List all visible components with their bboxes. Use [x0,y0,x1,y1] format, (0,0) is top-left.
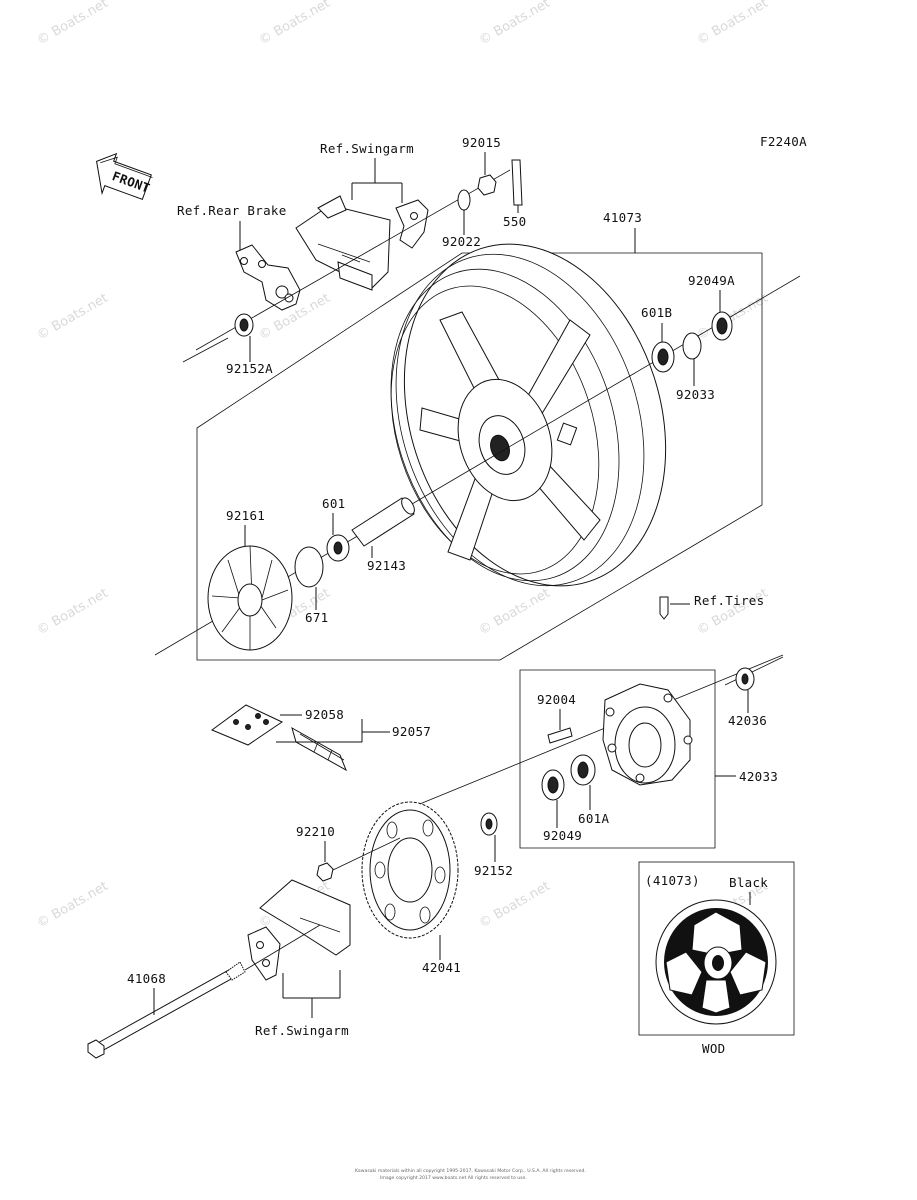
svg-text:© Boats.net: © Boats.net [477,586,553,639]
nut-92210 [316,862,334,882]
nut-92015 [477,174,497,196]
chain-92057 [291,726,347,772]
svg-text:© Boats.net: © Boats.net [35,291,111,344]
svg-text:© Boats.net: © Boats.net [477,879,553,932]
label-92152A: 92152A [226,361,273,376]
swingarm-adjuster-top [295,195,391,291]
label-92033: 92033 [676,387,715,402]
label-92210: 92210 [296,824,335,839]
sprocket-hub-outline [519,669,716,849]
label-41073: 41073 [603,210,642,225]
label-92058: 92058 [305,707,344,722]
stud-92004 [547,727,573,744]
ref-swingarm-top: Ref.Swingarm [320,141,414,156]
ref-swingarm-bottom: Ref.Swingarm [255,1023,349,1038]
ref-tires: Ref.Tires [694,593,764,608]
svg-text:© Boats.net: © Boats.net [477,0,553,48]
footer-image-credit: Image copyright 2017 www.boats.net All r… [380,1175,527,1181]
svg-text:© Boats.net: © Boats.net [695,0,771,48]
label-671: 671 [305,610,328,625]
label-92049A: 92049A [688,273,735,288]
o-ring-671 [294,546,324,588]
label-601B: 601B [641,305,672,320]
chain-joint-92058 [210,704,284,746]
svg-text:© Boats.net: © Boats.net [257,0,333,48]
black-wheel-thumbnail [655,899,777,1025]
footer-copyright: Kawasaki materials within all copyright … [355,1168,586,1174]
label-41068: 41068 [127,971,166,986]
collar-92143 [351,497,415,547]
label-42036: 42036 [728,713,767,728]
label-92143: 92143 [367,558,406,573]
label-92049: 92049 [543,828,582,843]
hub-damper-92161 [207,545,293,651]
inset-ref: (41073) [645,873,700,888]
swingarm-adjuster-bottom [247,879,351,981]
front-arrow-icon: FRONT [96,152,153,200]
cotter-pin-550 [511,159,523,206]
sprocket-coupling-42033 [602,683,693,786]
label-92004: 92004 [537,692,576,707]
svg-text:© Boats.net: © Boats.net [695,291,771,344]
caliper-bracket [235,244,301,311]
adjuster-plate-top [395,199,429,249]
label-92161: 92161 [226,508,265,523]
label-92057: 92057 [392,724,431,739]
svg-text:© Boats.net: © Boats.net [35,586,111,639]
label-92022: 92022 [442,234,481,249]
label-92015: 92015 [462,135,501,150]
label-92152: 92152 [474,863,513,878]
color-inset-box [638,861,795,1036]
figure-code: F2240A [760,134,807,149]
label-601A: 601A [578,811,609,826]
label-601: 601 [322,496,345,511]
label-42041: 42041 [422,960,461,975]
sprocket-42041 [361,801,459,939]
label-550: 550 [503,214,526,229]
rear-wheel [390,243,667,587]
ref-rear-brake: Ref.Rear Brake [177,203,287,218]
axle-41068 [87,961,246,1059]
svg-text:© Boats.net: © Boats.net [35,0,111,48]
washer-92022 [457,189,471,211]
inset-color: Black [729,875,768,890]
svg-text:© Boats.net: © Boats.net [35,879,111,932]
wheel-assembly-outline [196,252,763,661]
inset-code: WOD [702,1041,725,1056]
label-42033: 42033 [739,769,778,784]
tire-valve [659,596,669,620]
circlip-92033 [682,332,702,360]
